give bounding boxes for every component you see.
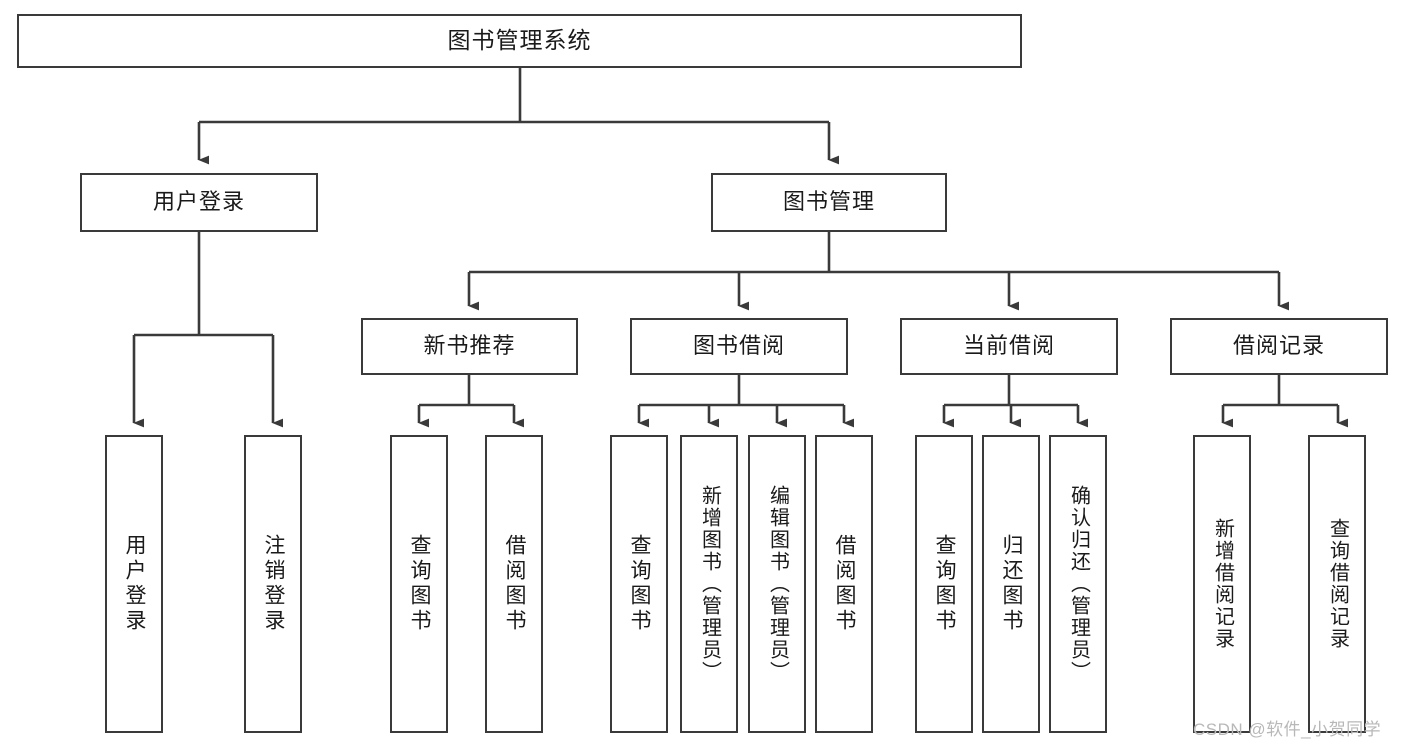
node-user-login[interactable]: 用户登录 xyxy=(80,173,318,232)
leaf-book-borrow-edit-admin[interactable]: 编辑图书（管理员） xyxy=(748,435,806,733)
node-book-management[interactable]: 图书管理 xyxy=(711,173,947,232)
leaf-borrow-record-query[interactable]: 查询借阅记录 xyxy=(1308,435,1366,733)
node-borrow-record[interactable]: 借阅记录 xyxy=(1170,318,1388,375)
leaf-current-borrow-return[interactable]: 归还图书 xyxy=(982,435,1040,733)
leaf-book-borrow-add-admin[interactable]: 新增图书（管理员） xyxy=(680,435,738,733)
node-new-book-recommend[interactable]: 新书推荐 xyxy=(361,318,578,375)
leaf-current-borrow-confirm-admin[interactable]: 确认归还（管理员） xyxy=(1049,435,1107,733)
leaf-book-borrow-borrow[interactable]: 借阅图书 xyxy=(815,435,873,733)
leaf-borrow-record-add[interactable]: 新增借阅记录 xyxy=(1193,435,1251,733)
leaf-new-book-query[interactable]: 查询图书 xyxy=(390,435,448,733)
leaf-new-book-borrow[interactable]: 借阅图书 xyxy=(485,435,543,733)
node-root-library-system[interactable]: 图书管理系统 xyxy=(17,14,1022,68)
leaf-book-borrow-query[interactable]: 查询图书 xyxy=(610,435,668,733)
leaf-current-borrow-query[interactable]: 查询图书 xyxy=(915,435,973,733)
leaf-user-login-login[interactable]: 用户登录 xyxy=(105,435,163,733)
csdn-watermark: CSDN @软件_小贺同学 xyxy=(1193,720,1382,739)
node-book-borrow[interactable]: 图书借阅 xyxy=(630,318,848,375)
leaf-user-login-logout[interactable]: 注销登录 xyxy=(244,435,302,733)
node-current-borrow[interactable]: 当前借阅 xyxy=(900,318,1118,375)
